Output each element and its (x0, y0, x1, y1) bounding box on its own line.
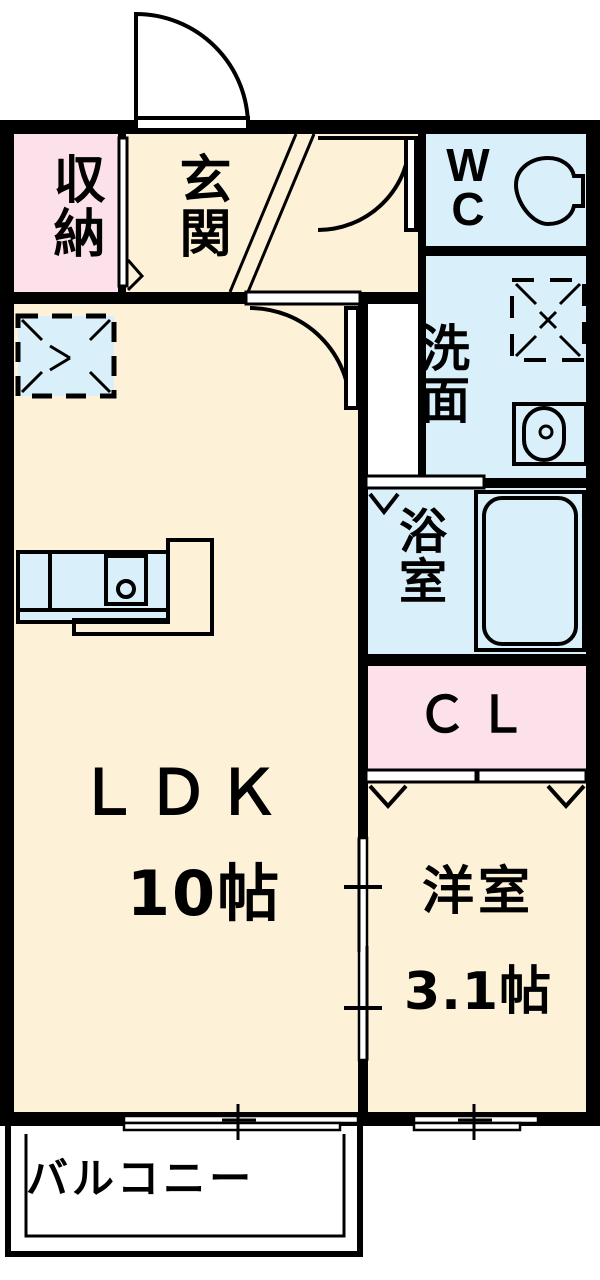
label-wc-c: C (451, 183, 485, 235)
label-bath: 浴室 (390, 506, 446, 606)
wall-bath-bottom (360, 654, 586, 666)
label-entrance: 玄関 (170, 152, 230, 260)
room-fill-closet (368, 666, 586, 770)
label-storage: 収納 (44, 152, 104, 260)
room-fill-ldk (14, 304, 358, 1114)
label-washroom: 洗面 (412, 322, 470, 426)
room-fill-bedroom (368, 782, 586, 1114)
label-closet: ＣＬ (417, 687, 537, 743)
wall-right-outer (586, 120, 600, 1126)
wall-entrance-wc (418, 134, 426, 294)
wall-ldk-right (358, 292, 368, 1114)
wall-wc-bottom (418, 246, 586, 256)
room-fill-balcony (14, 1126, 362, 1254)
label-wc-w: W (446, 139, 490, 191)
room-fill-storage (14, 134, 118, 292)
room-fill-wc (426, 134, 586, 246)
label-bedroom-name: 洋室 (421, 862, 534, 922)
washroom-door[interactable] (420, 300, 426, 392)
label-ldk-size: 10帖 (126, 857, 282, 930)
wall-left-outer (0, 120, 14, 1126)
label-ldk-name: ＬＤＫ (76, 759, 287, 828)
label-bedroom-size: 3.1帖 (403, 962, 553, 1022)
label-balcony: バルコニー (26, 1154, 256, 1203)
